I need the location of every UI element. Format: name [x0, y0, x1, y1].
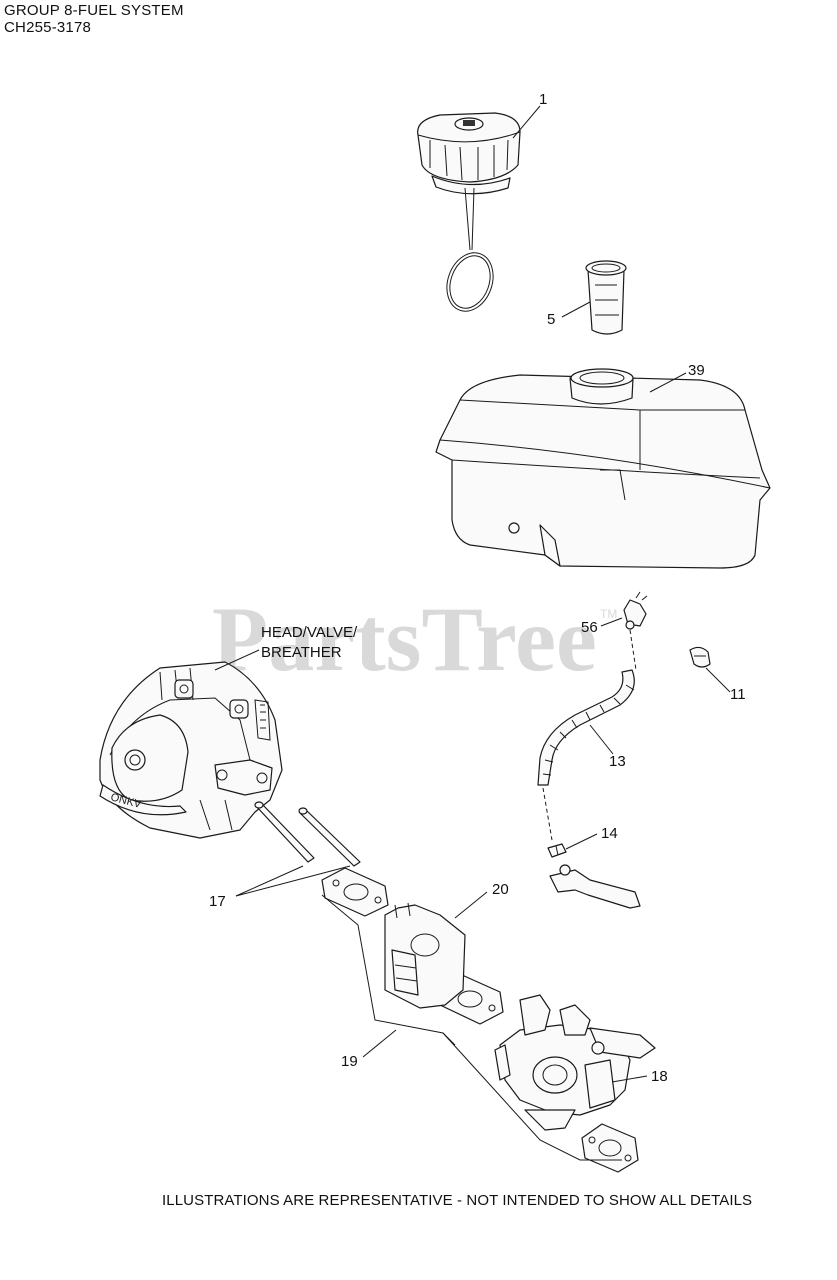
model-number: CH255-3178 — [4, 19, 92, 36]
fuel-line[interactable] — [537, 629, 637, 841]
callout-19: 19 — [341, 1053, 358, 1070]
choke-lever[interactable] — [549, 864, 641, 909]
callout-17: 17 — [209, 893, 226, 910]
callout-56: 56 — [581, 619, 598, 636]
callout-13: 13 — [609, 753, 626, 770]
fuel-valve[interactable] — [623, 591, 648, 630]
disclaimer-text: ILLUSTRATIONS ARE REPRESENTATIVE - NOT I… — [162, 1192, 753, 1209]
fuel-strainer[interactable] — [585, 260, 627, 335]
callout-5: 5 — [547, 311, 555, 328]
callout-39: 39 — [688, 362, 705, 379]
callout-head-line2: BREATHER — [261, 644, 342, 661]
carburetor-studs[interactable] — [254, 801, 361, 867]
carburetor[interactable] — [494, 994, 656, 1131]
fuel-tank[interactable] — [435, 368, 771, 569]
fuel-cap[interactable] — [417, 112, 521, 318]
callout-18: 18 — [651, 1068, 668, 1085]
callout-20: 20 — [492, 881, 509, 898]
hose-clamp-14[interactable] — [547, 843, 567, 858]
callout-1: 1 — [539, 91, 547, 108]
callout-head-line1: HEAD/VALVE/ — [261, 624, 358, 641]
diagram-title: GROUP 8-FUEL SYSTEM — [4, 2, 184, 19]
watermark-tm: TM — [600, 607, 617, 621]
watermark: PartsTree — [212, 588, 597, 690]
callout-14: 14 — [601, 825, 618, 842]
hose-clamp-11[interactable] — [689, 646, 711, 668]
engine-head-assembly[interactable]: ONKV — [99, 661, 283, 839]
insulator[interactable] — [384, 902, 466, 1009]
callout-11: 11 — [730, 686, 746, 703]
